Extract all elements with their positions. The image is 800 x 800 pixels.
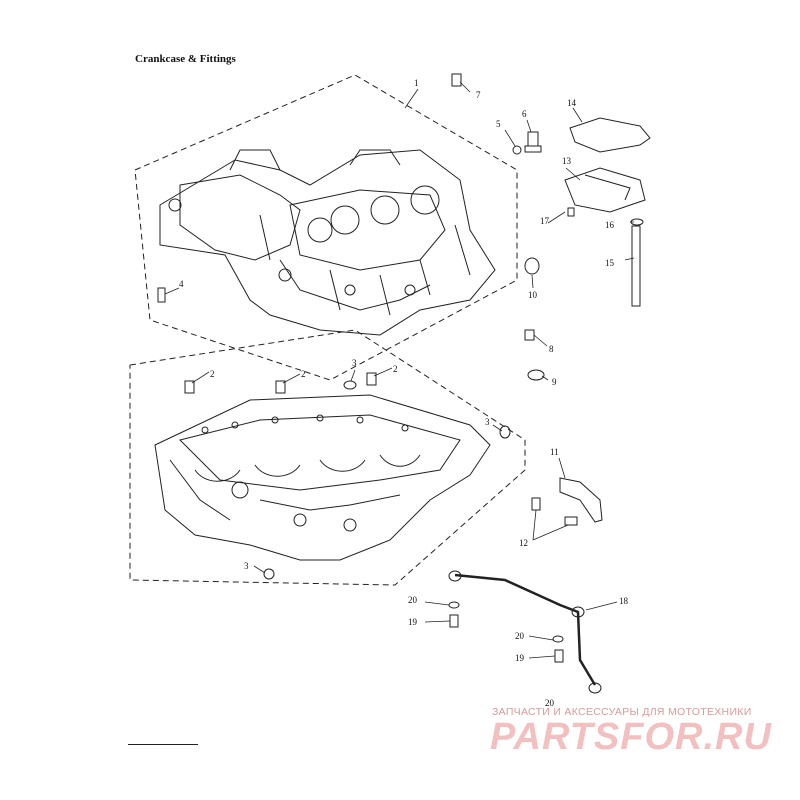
callout-11: 11 [550,447,559,457]
callout-19a: 19 [408,617,418,627]
callout-17: 17 [540,216,550,226]
upper-crankcase [159,149,496,336]
bolt-12b [564,516,578,526]
oil-pipe-18 [454,573,597,686]
washer-20b [552,635,564,643]
watermark-logo: PARTSFOR.RU [490,716,772,758]
callout-2a: 2 [210,369,215,379]
callout-18: 18 [619,596,629,606]
plug-3b [499,425,511,439]
callout-20c: 20 [545,698,555,708]
dowel-2c [366,372,377,386]
page-title: Crankcase & Fittings [135,53,236,65]
lower-crankcase [154,394,491,561]
callout-20b: 20 [515,631,525,641]
upper-case-boundary [134,74,518,381]
callout-2c: 2 [393,364,398,374]
callout-19b: 19 [515,653,525,663]
bracket-11 [559,477,603,523]
callout-1: 1 [414,78,419,88]
plug-6 [524,131,542,153]
callout-8: 8 [549,344,554,354]
dowel-2b [275,380,286,394]
watermark-tagline: ЗАПЧАСТИ И АКСЕССУАРЫ ДЛЯ МОТОТЕХНИКИ [492,706,752,718]
bolt-19a [449,614,459,628]
callout-4: 4 [179,279,184,289]
bolt-17 [567,207,575,217]
bolt-19b [554,649,564,663]
tube-15 [631,225,641,307]
bolt-12a [531,497,541,511]
callout-7: 7 [476,90,481,100]
callout-13: 13 [562,156,572,166]
footer-rule [128,744,198,745]
callout-14: 14 [567,98,577,108]
callout-20a: 20 [408,595,418,605]
callout-16: 16 [605,220,615,230]
breather-cover-13 [564,167,646,213]
callout-12: 12 [519,538,528,548]
gasket-14 [569,117,651,153]
lower-case-boundary [129,329,526,586]
callout-3c: 3 [244,561,249,571]
plug-3c [263,568,275,580]
plug-3a [343,380,357,390]
callout-3b: 3 [485,417,490,427]
callout-15: 15 [605,258,615,268]
dowel-2a [184,380,195,394]
callout-9: 9 [552,377,557,387]
washer-5 [512,145,522,155]
washer-20a [448,601,460,609]
dowel-8 [524,329,535,341]
callout-5: 5 [496,119,501,129]
callout-labels: 1 2 2 2 3 3 3 4 5 6 7 8 9 10 11 12 13 14… [179,78,629,708]
callout-3a: 3 [352,358,357,368]
callout-6: 6 [522,109,527,119]
seal-10 [524,257,540,275]
dowel-4 [157,287,166,303]
o-ring-9 [527,369,545,381]
callout-10: 10 [528,290,538,300]
dowel-7 [451,73,462,87]
callout-2b: 2 [301,369,306,379]
